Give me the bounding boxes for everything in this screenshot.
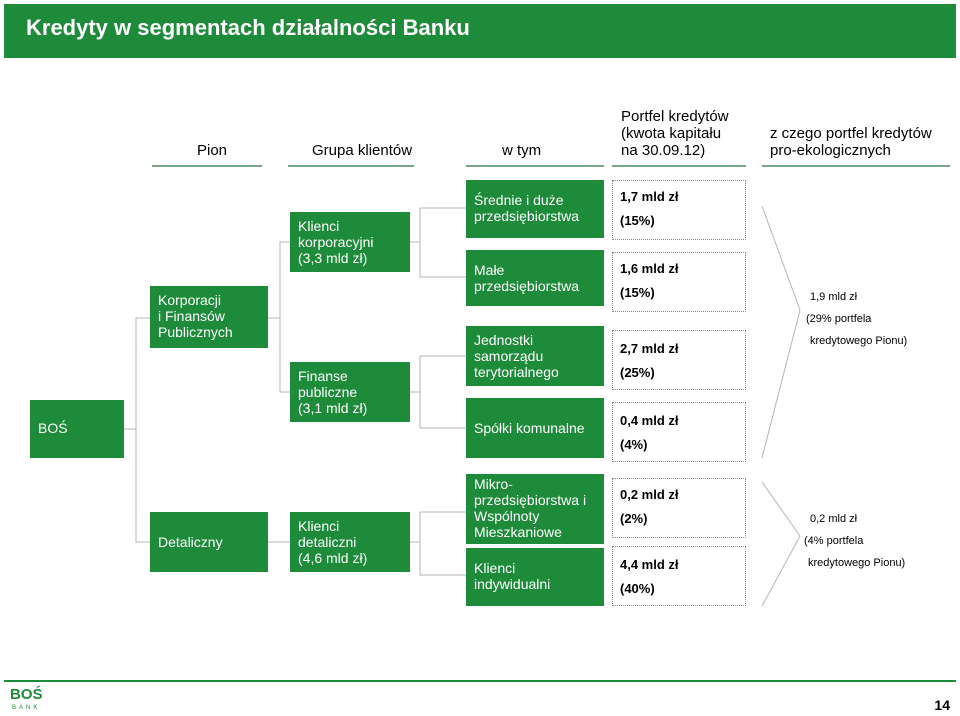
header-underline	[612, 165, 746, 167]
subgroup-label-line: przedsiębiorstwa	[474, 278, 580, 294]
eco-amount: 1,9 mld zł	[810, 291, 858, 303]
subgroup-label-line: przedsiębiorstwa i	[474, 492, 587, 508]
eco-share: (29% portfela	[806, 313, 872, 325]
header-grupa: Grupa klientów	[312, 142, 413, 159]
value-amount: 0,2 mld zł	[620, 487, 679, 502]
value-srednie-box: 1,7 mld zł (15%)	[612, 180, 746, 240]
bos-logo-sub: BANK	[12, 705, 41, 711]
header-underline	[762, 165, 950, 167]
subgroup-mikro-box: Mikro- przedsiębiorstwa i Wspólnoty Mies…	[466, 474, 604, 544]
subgroup-label-line: Klienci	[474, 560, 516, 576]
eco-amount: 0,2 mld zł	[810, 513, 858, 525]
header-portfel: Portfel kredytów (kwota kapitału na 30.0…	[621, 108, 729, 159]
page-title: Kredyty w segmentach działalności Banku	[26, 15, 470, 40]
group-label-line: (4,6 mld zł)	[298, 550, 368, 566]
bos-logo: BOŚ	[10, 686, 43, 703]
eco-note: kredytowego Pionu)	[808, 557, 906, 569]
header-underline	[152, 165, 262, 167]
subgroup-label-line: Mieszkaniowe	[474, 524, 562, 540]
subgroup-label-line: przedsiębiorstwa	[474, 208, 580, 224]
group-detaliczni-box: Klienci detaliczni (4,6 mld zł)	[290, 512, 410, 572]
value-share: (40%)	[620, 581, 655, 596]
subgroup-jst-box: Jednostki samorządu terytorialnego	[466, 326, 604, 386]
subgroup-indywidualni-box: Klienci indywidualni	[466, 548, 604, 606]
footer-divider	[4, 680, 956, 682]
value-share: (15%)	[620, 213, 655, 228]
header-portfel-line: Portfel kredytów	[621, 108, 729, 125]
group-label-line: Klienci	[298, 218, 340, 234]
header-eko-line: pro-ekologicznych	[770, 142, 891, 159]
header-portfel-line: (kwota kapitału	[621, 125, 722, 142]
eco-note: kredytowego Pionu)	[810, 335, 908, 347]
value-male-box: 1,6 mld zł (15%)	[612, 252, 746, 312]
value-share: (15%)	[620, 285, 655, 300]
group-label-line: korporacyjni	[298, 234, 374, 250]
pion-label-line: i Finansów	[158, 308, 225, 324]
value-share: (25%)	[620, 365, 655, 380]
header-eko: z czego portfel kredytów pro-ekologiczny…	[770, 125, 932, 159]
group-label-line: Finanse	[298, 368, 348, 384]
subgroup-male-box: Małe przedsiębiorstwa	[466, 250, 604, 306]
header-underline	[288, 165, 414, 167]
group-publiczne-box: Finanse publiczne (3,1 mld zł)	[290, 362, 410, 422]
pion-korporacji-box: Korporacji i Finansów Publicznych	[150, 286, 268, 348]
group-korporacyjni-box: Klienci korporacyjni (3,3 mld zł)	[290, 212, 410, 272]
eco-share: (4% portfela	[804, 535, 864, 547]
value-amount: 2,7 mld zł	[620, 341, 679, 356]
header-pion: Pion	[197, 142, 228, 159]
header-wtym: w tym	[502, 142, 542, 159]
subgroup-label-line: Wspólnoty	[474, 508, 540, 524]
eco-detaliczny: 0,2 mld zł (4% portfela kredytowego Pion…	[804, 508, 906, 574]
pion-detaliczny-box: Detaliczny	[150, 512, 268, 572]
bos-box: BOŚ	[30, 400, 124, 458]
subgroup-label-line: Średnie i duże	[474, 192, 564, 208]
header-eko-line: z czego portfel kredytów	[770, 125, 932, 142]
group-label-line: publiczne	[298, 384, 358, 400]
subgroup-srednie-box: Średnie i duże przedsiębiorstwa	[466, 180, 604, 238]
value-amount: 1,6 mld zł	[620, 261, 679, 276]
group-label-line: detaliczni	[298, 534, 357, 550]
group-label-line: (3,3 mld zł)	[298, 250, 368, 266]
group-label-line: (3,1 mld zł)	[298, 400, 368, 416]
header-portfel-line: na 30.09.12)	[621, 142, 706, 159]
pion-label-line: Publicznych	[158, 324, 233, 340]
value-amount: 4,4 mld zł	[620, 557, 679, 572]
value-amount: 0,4 mld zł	[620, 413, 679, 428]
value-amount: 1,7 mld zł	[620, 189, 679, 204]
group-label-line: Klienci	[298, 518, 340, 534]
subgroup-label-line: Małe	[474, 262, 505, 278]
page-number: 14	[934, 697, 950, 713]
eco-korporacji: 1,9 mld zł (29% portfela kredytowego Pio…	[806, 286, 908, 352]
value-share: (2%)	[620, 511, 648, 526]
pion-label-line: Korporacji	[158, 292, 222, 308]
subgroup-label-line: samorządu	[474, 348, 544, 364]
subgroup-label-line: Mikro-	[474, 476, 513, 492]
value-share: (4%)	[620, 437, 648, 452]
header-underline	[466, 165, 604, 167]
subgroup-label-line: terytorialnego	[474, 364, 559, 380]
value-spolki-box: 0,4 mld zł (4%)	[612, 402, 746, 462]
title-bar	[4, 4, 956, 58]
subgroup-spolki-box: Spółki komunalne	[466, 398, 604, 458]
value-mikro-box: 0,2 mld zł (2%)	[612, 478, 746, 538]
subgroup-label-line: Jednostki	[474, 332, 534, 348]
value-indywidualni-box: 4,4 mld zł (40%)	[612, 546, 746, 606]
subgroup-label-line: indywidualni	[474, 576, 551, 592]
value-jst-box: 2,7 mld zł (25%)	[612, 330, 746, 390]
